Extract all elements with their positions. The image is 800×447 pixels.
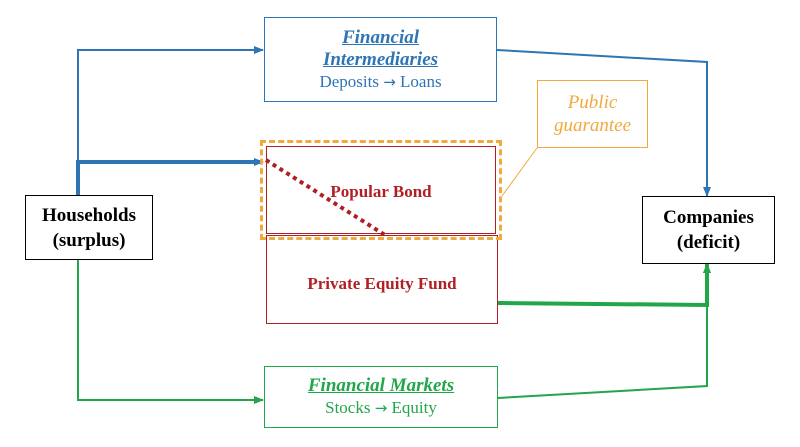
intermediaries-title-line2: Intermediaries [322, 48, 439, 70]
right-arrow-icon: → [383, 72, 396, 91]
households-sublabel: (surplus) [52, 229, 126, 251]
intermediaries-from: Deposits [319, 71, 379, 91]
intermediaries-to: Loans [400, 71, 442, 91]
companies-sublabel: (deficit) [676, 232, 741, 253]
popular-bond-node: Popular Bond [266, 146, 496, 234]
intermediaries-title-line1: Financial [341, 26, 420, 48]
arrow-households-to-intermediaries [77, 46, 264, 195]
markets-from: Stocks [325, 398, 371, 417]
financial-intermediaries-node: Financial Intermediaries Deposits → Loan… [264, 17, 497, 102]
households-node: Households (surplus) [25, 195, 153, 260]
companies-label: Companies [663, 207, 754, 228]
popular-bond-label: Popular Bond [330, 182, 432, 201]
arrow-households-to-popular-bond [76, 158, 264, 195]
public-guarantee-line2: guarantee [553, 115, 632, 136]
arrow-markets-to-companies [497, 263, 711, 399]
markets-flow: Stocks → Equity [325, 397, 437, 419]
financial-markets-node: Financial Markets Stocks → Equity [264, 366, 498, 428]
arrow-private-equity-to-companies [497, 263, 711, 308]
private-equity-label: Private Equity Fund [307, 273, 457, 293]
public-guarantee-line1: Public [567, 92, 618, 113]
markets-title: Financial Markets [307, 375, 455, 396]
households-label: Households [42, 204, 136, 226]
arrow-intermediaries-to-companies [496, 49, 711, 197]
public-guarantee-node: Public guarantee [537, 80, 648, 148]
arrow-households-to-markets [77, 260, 264, 404]
guarantee-connector [501, 147, 538, 197]
private-equity-fund-node: Private Equity Fund [266, 235, 498, 324]
companies-node: Companies (deficit) [642, 196, 775, 264]
popular-bond-guarantee-frame [260, 140, 502, 240]
markets-to: Equity [391, 398, 437, 417]
right-arrow-icon: → [374, 399, 388, 417]
intermediaries-flow: Deposits → Loans [319, 71, 441, 93]
